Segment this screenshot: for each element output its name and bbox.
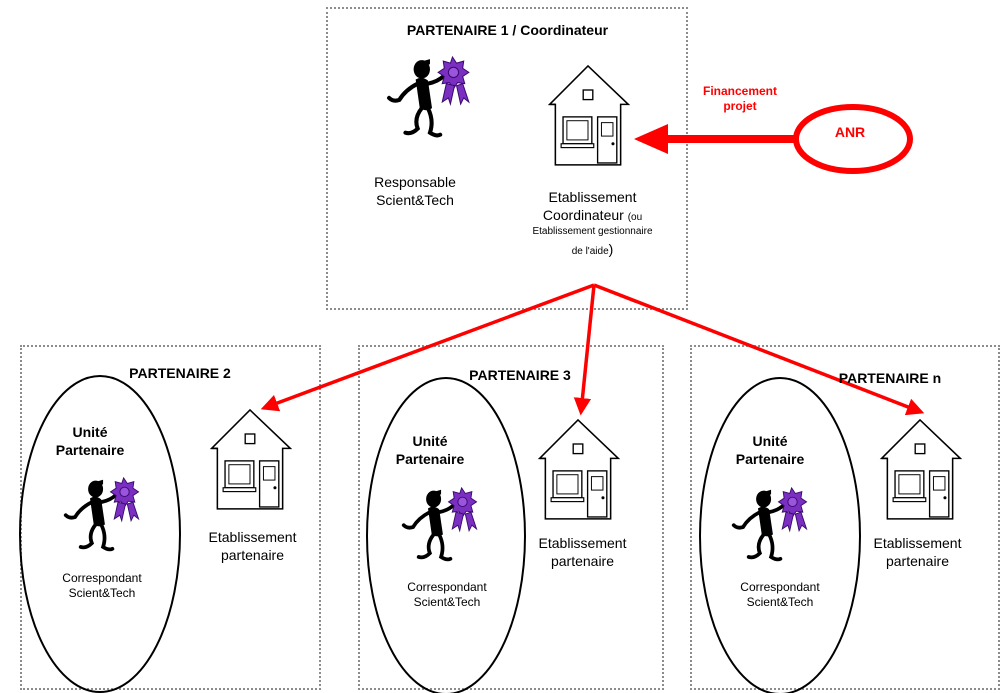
partner-n-unit-line1: Unité xyxy=(752,433,788,449)
coordinator-person-label: Responsable Scient&Tech xyxy=(355,174,475,209)
partner-3-corr-line1: Correspondant xyxy=(407,580,487,594)
partner-3-unit-line1: Unité xyxy=(412,433,448,449)
coordinator-person-line2: Scient&Tech xyxy=(376,191,454,208)
partner-n-title: PARTENAIRE n xyxy=(838,370,942,386)
coordinator-title: PARTENAIRE 1 / Coordinateur xyxy=(406,22,609,38)
partner-3-corr-line2: Scient&Tech xyxy=(413,595,481,609)
coordinator-estab-label: Etablissement Coordinateur (ou Etablisse… xyxy=(510,189,675,258)
partner-2-estab-line1: Etablissement xyxy=(208,529,297,545)
funding-label-line2: projet xyxy=(723,99,757,113)
coordinator-estab-line1: Etablissement xyxy=(548,189,637,205)
coordinator-box xyxy=(326,7,688,310)
partner-3-unit-line2: Partenaire xyxy=(395,450,465,467)
coordinator-estab-line2: Coordinateur xyxy=(542,206,624,223)
anr-ellipse xyxy=(793,104,913,174)
partner-2-title: PARTENAIRE 2 xyxy=(129,365,231,381)
researcher-with-award-icon xyxy=(62,476,146,560)
partner-3-title: PARTENAIRE 3 xyxy=(469,367,571,383)
anr-label: ANR xyxy=(834,124,866,140)
partner-2-unit-line2: Partenaire xyxy=(55,441,125,458)
coordinator-estab-line2-wrap: Coordinateur (ou xyxy=(510,207,675,225)
coordinator-estab-small2: Etablissement gestionnaire xyxy=(532,226,653,237)
unit-ellipse-2 xyxy=(19,375,181,693)
unit-ellipse-3 xyxy=(366,377,526,693)
partner-2-estab-line2: partenaire xyxy=(220,546,285,563)
unit-ellipse-n xyxy=(699,377,861,693)
partner-2-estab: Etablissement partenaire xyxy=(190,529,315,564)
partner-3-estab: Etablissement partenaire xyxy=(520,535,645,570)
partner-n-estab-line1: Etablissement xyxy=(873,535,962,551)
partner-n-estab: Etablissement partenaire xyxy=(855,535,980,570)
partner-2-unit-line1: Unité xyxy=(72,424,108,440)
coordinator-estab-small3: de l'aide xyxy=(571,245,609,257)
partner-n-estab-line2: partenaire xyxy=(885,552,950,569)
house-icon xyxy=(872,414,968,522)
coordinator-estab-close: ) xyxy=(608,240,614,257)
partner-2-corr-line1: Correspondant xyxy=(62,571,142,585)
partner-n-corr: Correspondant Scient&Tech xyxy=(718,580,842,610)
partner-3-estab-line2: partenaire xyxy=(550,552,615,569)
partner-3-estab-line1: Etablissement xyxy=(538,535,627,551)
partner-2-corr: Correspondant Scient&Tech xyxy=(40,571,164,601)
house-icon xyxy=(530,414,626,522)
arrow-to-partner-n xyxy=(593,283,925,416)
partner-n-unit-line2: Partenaire xyxy=(735,450,805,467)
funding-label-line1: Financement xyxy=(702,84,777,98)
funding-arrow-head xyxy=(634,124,668,154)
partner-2-corr-line2: Scient&Tech xyxy=(68,586,136,600)
partner-box-n xyxy=(690,345,1000,690)
arrow-to-partner-3 xyxy=(573,284,596,416)
partner-3-corr: Correspondant Scient&Tech xyxy=(385,580,509,610)
partner-2-unit: Unité Partenaire xyxy=(30,424,150,459)
partner-box-3 xyxy=(358,345,664,690)
house-icon xyxy=(202,404,298,512)
partner-n-corr-line1: Correspondant xyxy=(740,580,820,594)
coordinator-person-line1: Responsable xyxy=(374,174,456,190)
researcher-with-award-icon xyxy=(730,486,814,570)
coordinator-estab-small1: (ou xyxy=(627,211,643,223)
researcher-with-award-icon xyxy=(400,486,484,570)
partner-3-unit: Unité Partenaire xyxy=(370,433,490,468)
funding-label: Financement projet xyxy=(690,84,790,114)
partner-n-unit: Unité Partenaire xyxy=(710,433,830,468)
arrow-to-partner-2 xyxy=(260,283,595,412)
partner-n-corr-line2: Scient&Tech xyxy=(746,595,814,609)
coordinator-estab-small3-wrap: de l'aide) xyxy=(510,241,675,259)
